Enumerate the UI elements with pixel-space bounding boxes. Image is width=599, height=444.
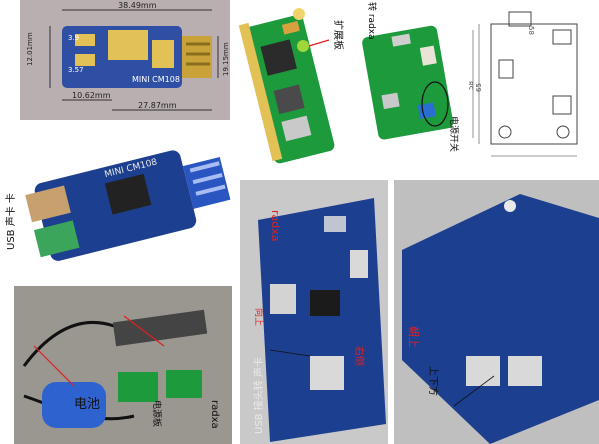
render-front-annotation-usb: USB 接头转 声卡	[252, 357, 265, 434]
desk-annotation-radxa: radxa	[209, 400, 220, 429]
render-front-annotation-right: 右侧	[353, 346, 366, 366]
render-front-annotation-top: 向上	[253, 308, 265, 326]
desk-annotation-board: 电源板	[151, 400, 163, 427]
render-back: 朝上 上下方	[402, 194, 599, 444]
render-front-tile: radxa USB 接头转 声卡 向上 右侧	[240, 180, 388, 444]
expansion-annotation-top: 转 radxa	[366, 2, 378, 40]
render-back-annotation-stack: 上下方	[427, 366, 440, 396]
outline-dim-right-2: 58	[469, 81, 475, 90]
dim-height-top: 3.9	[68, 34, 79, 42]
usb-sound-photo: MINI CM108 USB 声卡 卡	[4, 150, 231, 261]
dim-height-mid: 3.57	[68, 66, 84, 74]
board-label: MINI CM108	[132, 75, 180, 84]
dims-drawing-tile: 38.49mm 3.9 12.01mm 3.57 19.15mm 10.62mm…	[20, 0, 230, 120]
dim-width-bottom-right: 27.87mm	[138, 101, 177, 110]
render-back-annotation-up: 朝上	[407, 326, 420, 348]
expansion-board-photo: 转 radxa 电源开关	[362, 2, 460, 152]
dim-height-left: 12.01mm	[26, 32, 34, 66]
desk-photo: 电池 电源板 radxa	[22, 309, 220, 429]
dims-drawing: 38.49mm 3.9 12.01mm 3.57 19.15mm 10.62mm…	[26, 1, 230, 111]
render-back-tile: 朝上 上下方	[394, 180, 599, 444]
render-front: radxa USB 接头转 声卡 向上 右侧	[252, 198, 386, 442]
expansion-board-tile: 转 radxa 电源开关	[357, 0, 467, 172]
sbc-board-tile: 扩展板	[237, 0, 349, 172]
sbc-annotation: 扩展板	[332, 20, 345, 50]
outline-drawing-tile: 58 65 58	[469, 0, 599, 172]
sbc-board-photo: 扩展板	[238, 8, 345, 164]
usb-annotation: USB 声卡 卡	[4, 193, 17, 250]
desk-photo-tile: 电池 电源板 radxa	[14, 286, 232, 444]
desk-annotation-battery: 电池	[74, 397, 100, 412]
dim-width: 38.49mm	[118, 1, 157, 10]
expansion-annotation-side: 电源开关	[448, 116, 460, 152]
render-front-annotation-radxa: radxa	[269, 210, 282, 242]
outline-drawing: 58 65 58	[469, 11, 578, 157]
dim-width-bottom-left: 10.62mm	[72, 91, 111, 100]
outline-dim-right-1: 65	[475, 83, 483, 92]
dim-height-right: 19.15mm	[222, 42, 230, 76]
usb-sound-tile: MINI CM108 USB 声卡 卡	[0, 122, 232, 282]
outline-dim-top: 58	[527, 26, 535, 35]
